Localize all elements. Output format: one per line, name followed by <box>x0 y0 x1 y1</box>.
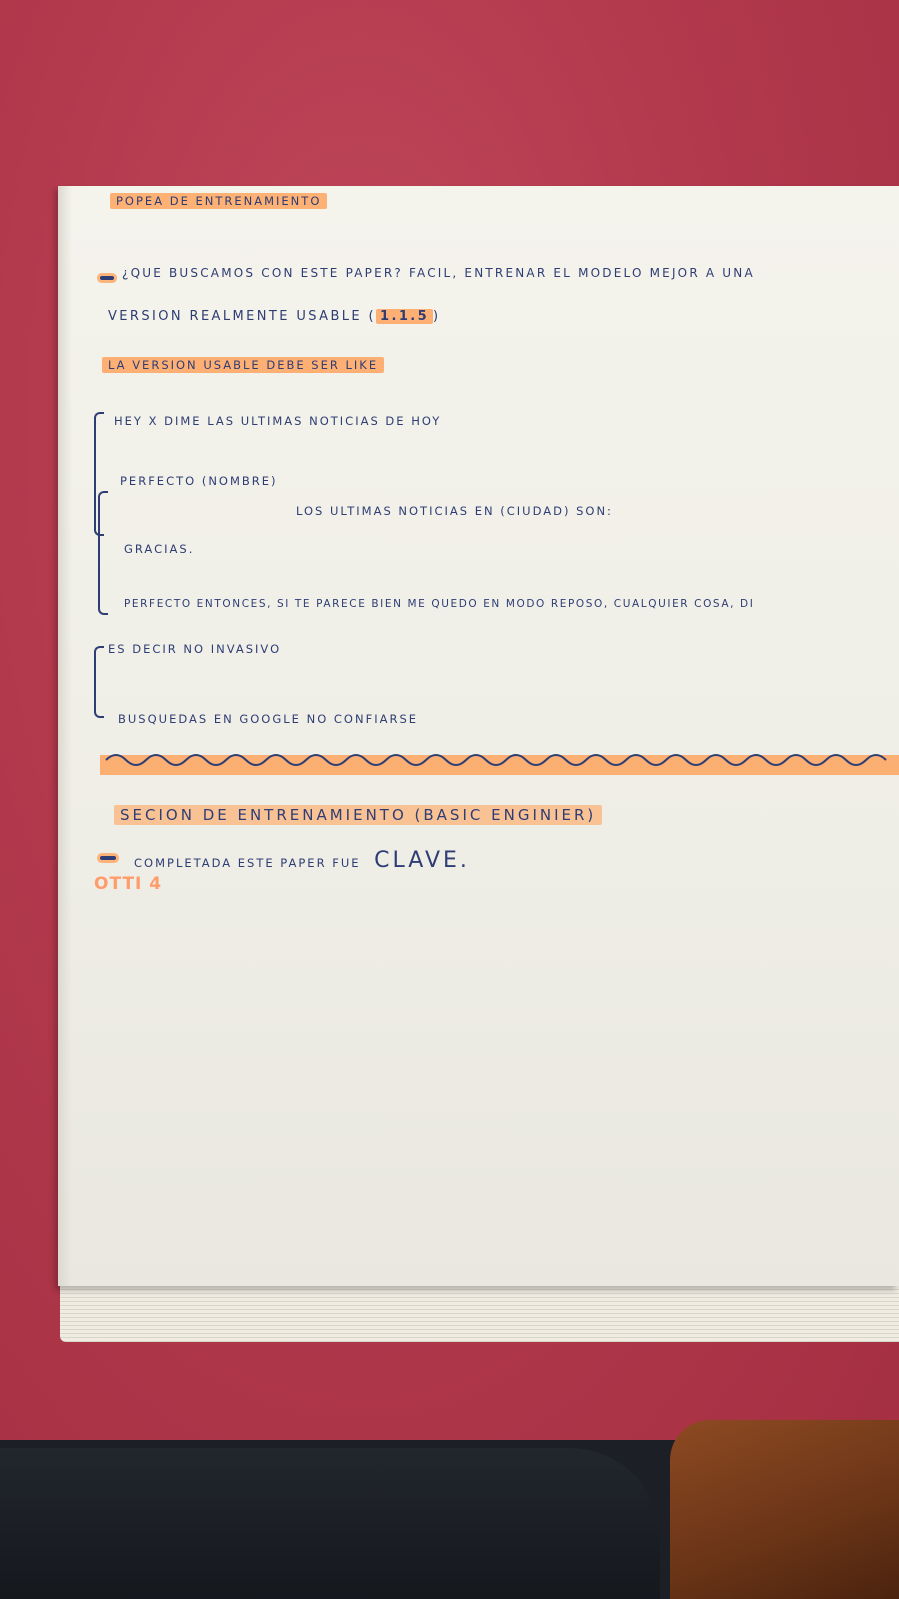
dark-fabric <box>0 1448 660 1599</box>
dialog-user-thanks: Gracias. <box>124 542 195 556</box>
dialog-user-request: Hey x dime las ultimas noticias de hoy <box>114 414 442 428</box>
note-non-invasive: Es decir no invasivo <box>108 642 282 656</box>
version-line: Version realmente usable (1.1.5) <box>108 309 441 324</box>
dialog-bracket-2 <box>98 491 108 615</box>
usable-version-subheading: La Version Usable Debe ser like <box>102 357 385 373</box>
notes-bracket <box>94 646 104 718</box>
completion-line: Completada este paper fue CLAVE. <box>134 848 470 873</box>
notebook-page: Popea de Entrenamiento ¿Que buscamos con… <box>58 186 899 1286</box>
page-heading: Popea de Entrenamiento <box>110 193 328 209</box>
training-section-title: Secion de Entrenamiento (Basic Enginier) <box>114 805 603 825</box>
margin-scribble: OTTI 4 <box>94 874 163 894</box>
wavy-divider <box>100 754 899 775</box>
bullet-dash <box>100 276 114 280</box>
dialog-assistant-greeting: Perfecto (Nombre) <box>120 474 278 488</box>
completion-dash <box>100 856 116 860</box>
dialog-assistant-news: los Ultimas Noticias en (ciudad) son: <box>296 504 613 518</box>
wooden-chair-edge <box>670 1420 899 1599</box>
dialog-assistant-rest: Perfecto entonces, si te parece bien me … <box>124 598 755 610</box>
completion-keyword: CLAVE. <box>374 848 470 873</box>
note-google-search: Busquedas en google no confiarse <box>118 712 419 726</box>
question-line: ¿Que buscamos con este paper? Facil, ent… <box>122 266 755 280</box>
